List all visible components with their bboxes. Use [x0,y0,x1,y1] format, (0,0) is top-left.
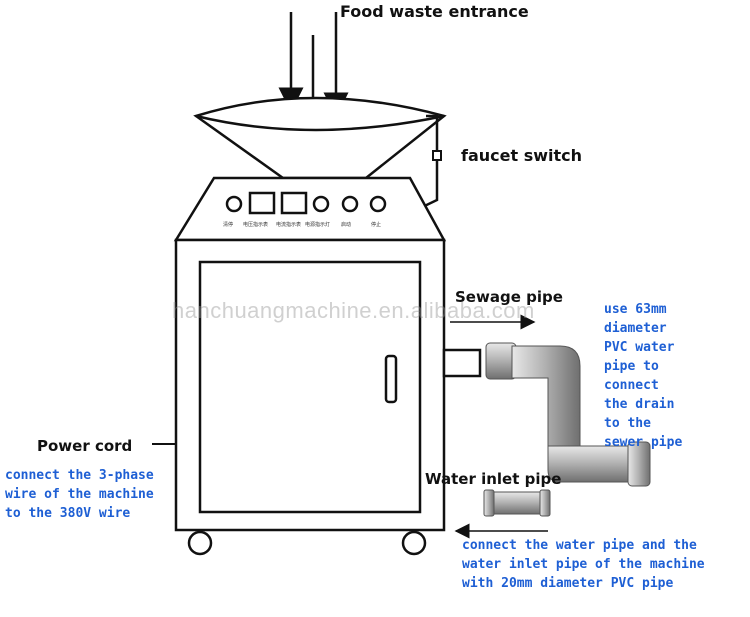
sewer-note-line: to the [604,416,651,431]
sewer-note-line: sewer pipe [604,435,683,450]
water-note-line: with 20mm diameter PVC pipe [462,576,674,591]
food-waste-entrance-label: Food waste entrance [340,2,529,21]
power-note-line: connect the 3-phase [5,468,154,483]
panel-label-4: 启动 [341,222,352,228]
hopper-funnel [193,96,447,214]
faucet-switch-label: faucet switch [461,146,583,165]
power-note-line: wire of the machine [5,487,154,502]
control-panel [173,176,447,242]
wheels [187,530,427,556]
sewage-pipe [485,342,651,487]
power-note-line: to the 380V wire [5,506,131,521]
sewer-note-line: PVC water [604,340,675,355]
panel-label-2: 电流指示表 [276,222,302,228]
sewer-note-line: the drain [604,397,675,412]
sewer-note-line: diameter [604,321,667,336]
sewer-pipe-note: use 63mm diameter PVC water pipe to conn… [604,300,682,452]
cabinet-body [174,238,482,532]
sewer-note-line: pipe to [604,359,659,374]
sewer-note-line: connect [604,378,659,393]
power-cord-label: Power cord [37,437,133,455]
water-note-line: water inlet pipe of the machine [462,557,705,572]
power-note: connect the 3-phase wire of the machine … [5,466,154,523]
sewer-note-line: use 63mm [604,302,667,317]
sewage-pipe-label: Sewage pipe [455,288,563,306]
water-note: connect the water pipe and the water inl… [462,536,705,593]
panel-label-1: 电压指示表 [243,222,269,228]
panel-label-5: 停止 [371,222,382,228]
water-inlet-pipe [483,489,551,517]
panel-label-3: 电源指示灯 [305,222,331,228]
watermark: hanchuangmachine.en.alibaba.com [172,298,535,323]
water-inlet-pipe-label: Water inlet pipe [425,470,562,488]
faucet-switch-marker [432,150,442,161]
water-note-line: connect the water pipe and the [462,538,697,553]
panel-label-0: 清停 [223,222,234,228]
